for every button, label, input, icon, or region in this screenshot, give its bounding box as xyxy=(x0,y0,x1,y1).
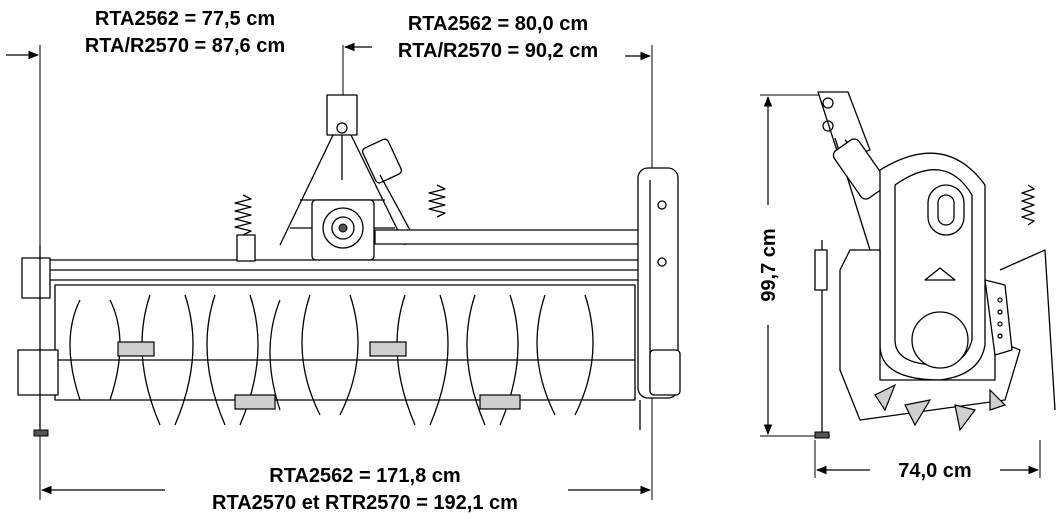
front-view xyxy=(17,45,681,500)
side-shield xyxy=(839,249,1021,421)
side-pto-shaft xyxy=(832,138,888,200)
top-tube xyxy=(374,229,646,245)
dim-overall-width-line2: RTA2570 et RTR2570 = 192,1 cm xyxy=(212,492,518,514)
dim-left-offset-line1: RTA2562 = 77,5 cm xyxy=(95,8,275,30)
side-view xyxy=(760,91,1056,478)
left-end-plate xyxy=(17,257,59,396)
spring-right xyxy=(428,184,446,218)
stand-legs xyxy=(33,245,641,437)
spring-left xyxy=(234,194,256,262)
dim-right-offset-line1: RTA2562 = 80,0 cm xyxy=(408,13,588,35)
dim-left-offset-line2: RTA/R2570 = 87,6 cm xyxy=(85,35,285,57)
dim-depth: 74,0 cm xyxy=(898,460,971,482)
dim-overall-width-line1: RTA2562 = 171,8 cm xyxy=(269,465,460,487)
dim-right-offset-line2: RTA/R2570 = 90,2 cm xyxy=(398,40,598,62)
dim-height: 99,7 cm xyxy=(758,228,780,301)
side-stand xyxy=(814,240,830,439)
gearbox xyxy=(311,138,411,261)
rear-flap xyxy=(984,184,1056,411)
side-drive-housing xyxy=(637,167,681,399)
side-tines xyxy=(874,383,1007,432)
rotor-tines xyxy=(69,294,594,426)
chain-housing xyxy=(879,152,986,381)
